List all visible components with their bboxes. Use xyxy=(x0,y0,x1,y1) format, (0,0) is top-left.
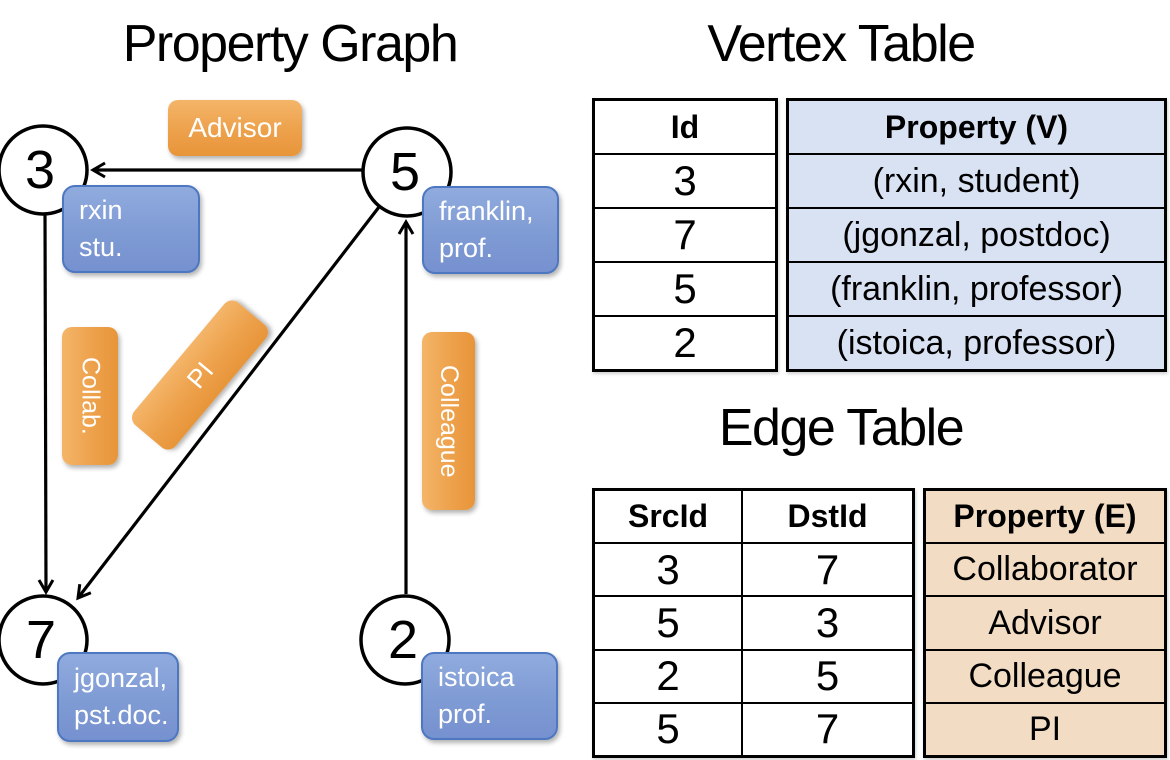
vertex-label-line-1: jgonzal, xyxy=(74,663,168,693)
vertex-id-cell: 7 xyxy=(595,207,775,261)
vertex-property-cell: (istoica, professor) xyxy=(789,315,1164,369)
vertex-id-header: Id xyxy=(670,108,700,145)
edge-dst-cell: 3 xyxy=(815,599,840,646)
edge-table-row: 5 7 xyxy=(595,701,912,756)
vertex-id-cell: 2 xyxy=(595,315,775,369)
edge-table-header-row: SrcId DstId xyxy=(595,491,912,543)
edge-label-colleague: Colleague xyxy=(422,332,475,510)
edge-property-cell: Collaborator xyxy=(926,542,1164,595)
vertex-label-line-1: istoica xyxy=(438,662,515,692)
edge-dst-cell: 5 xyxy=(815,652,840,700)
vertex-property-cell: (franklin, professor) xyxy=(789,261,1164,315)
edge-label-collab: Collab. xyxy=(62,327,118,465)
edge-dst-cell: 7 xyxy=(815,705,840,753)
edge-src-cell: 3 xyxy=(595,544,743,596)
vertex-id-cell: 5 xyxy=(595,261,775,315)
vertex-label-franklin: franklin, prof. xyxy=(422,186,559,274)
node-id-7: 7 xyxy=(26,610,56,670)
vertex-label-jgonzal: jgonzal, pst.doc. xyxy=(57,652,179,742)
edge-src-cell: 5 xyxy=(595,597,743,649)
vertex-table-id-column: Id 3 7 5 2 xyxy=(592,98,778,372)
edge-table-title: Edge Table xyxy=(718,399,965,457)
edge-property-cell: Colleague xyxy=(926,648,1164,702)
edge-3-to-7-collab xyxy=(37,213,55,595)
vertex-label-line-2: pst.doc. xyxy=(74,700,169,730)
edge-5-to-7-pi xyxy=(76,206,381,601)
vertex-label-line-2: prof. xyxy=(439,233,494,263)
vertex-label-line-2: prof. xyxy=(438,699,493,729)
edge-src-cell: 2 xyxy=(595,650,743,702)
vertex-property-cell: (rxin, student) xyxy=(789,153,1164,207)
edge-table-property-column: Property (E) Collaborator Advisor Collea… xyxy=(923,488,1167,758)
edge-table-row: 3 7 xyxy=(595,542,912,596)
property-graph-title: Property Graph xyxy=(122,15,459,73)
vertex-label-line-1: franklin, xyxy=(439,196,534,226)
edge-dst-cell: 7 xyxy=(815,545,840,593)
node-id-5: 5 xyxy=(390,142,420,202)
vertex-id-cell: 3 xyxy=(595,153,775,207)
edge-property-cell: Advisor xyxy=(926,595,1164,648)
vertex-property-cell: (jgonzal, postdoc) xyxy=(789,207,1164,261)
edge-property-header: Property (E) xyxy=(953,498,1137,535)
vertex-property-header: Property (V) xyxy=(884,108,1069,145)
edge-dst-header: DstId xyxy=(787,498,868,535)
vertex-table-title: Vertex Table xyxy=(707,15,976,73)
edge-property-cell: PI xyxy=(926,701,1164,755)
vertex-label-rxin: rxin stu. xyxy=(62,185,200,273)
edge-label-advisor: Advisor xyxy=(168,100,302,156)
edge-table-row: 5 3 xyxy=(595,595,912,649)
node-id-2: 2 xyxy=(388,610,418,670)
node-id-3: 3 xyxy=(25,140,55,200)
vertex-table-property-column: Property (V) (rxin, student) (jgonzal, p… xyxy=(786,98,1167,372)
vertex-label-istoica: istoica prof. xyxy=(421,652,558,740)
vertex-label-line-1: rxin xyxy=(79,195,123,225)
edge-table-row: 2 5 xyxy=(595,648,912,702)
vertex-label-line-2: stu. xyxy=(79,232,123,262)
edge-src-cell: 5 xyxy=(595,703,743,756)
edge-table-src-dst-columns: SrcId DstId 3 7 5 3 2 5 5 7 xyxy=(592,488,915,758)
edge-src-header: SrcId xyxy=(595,491,743,543)
